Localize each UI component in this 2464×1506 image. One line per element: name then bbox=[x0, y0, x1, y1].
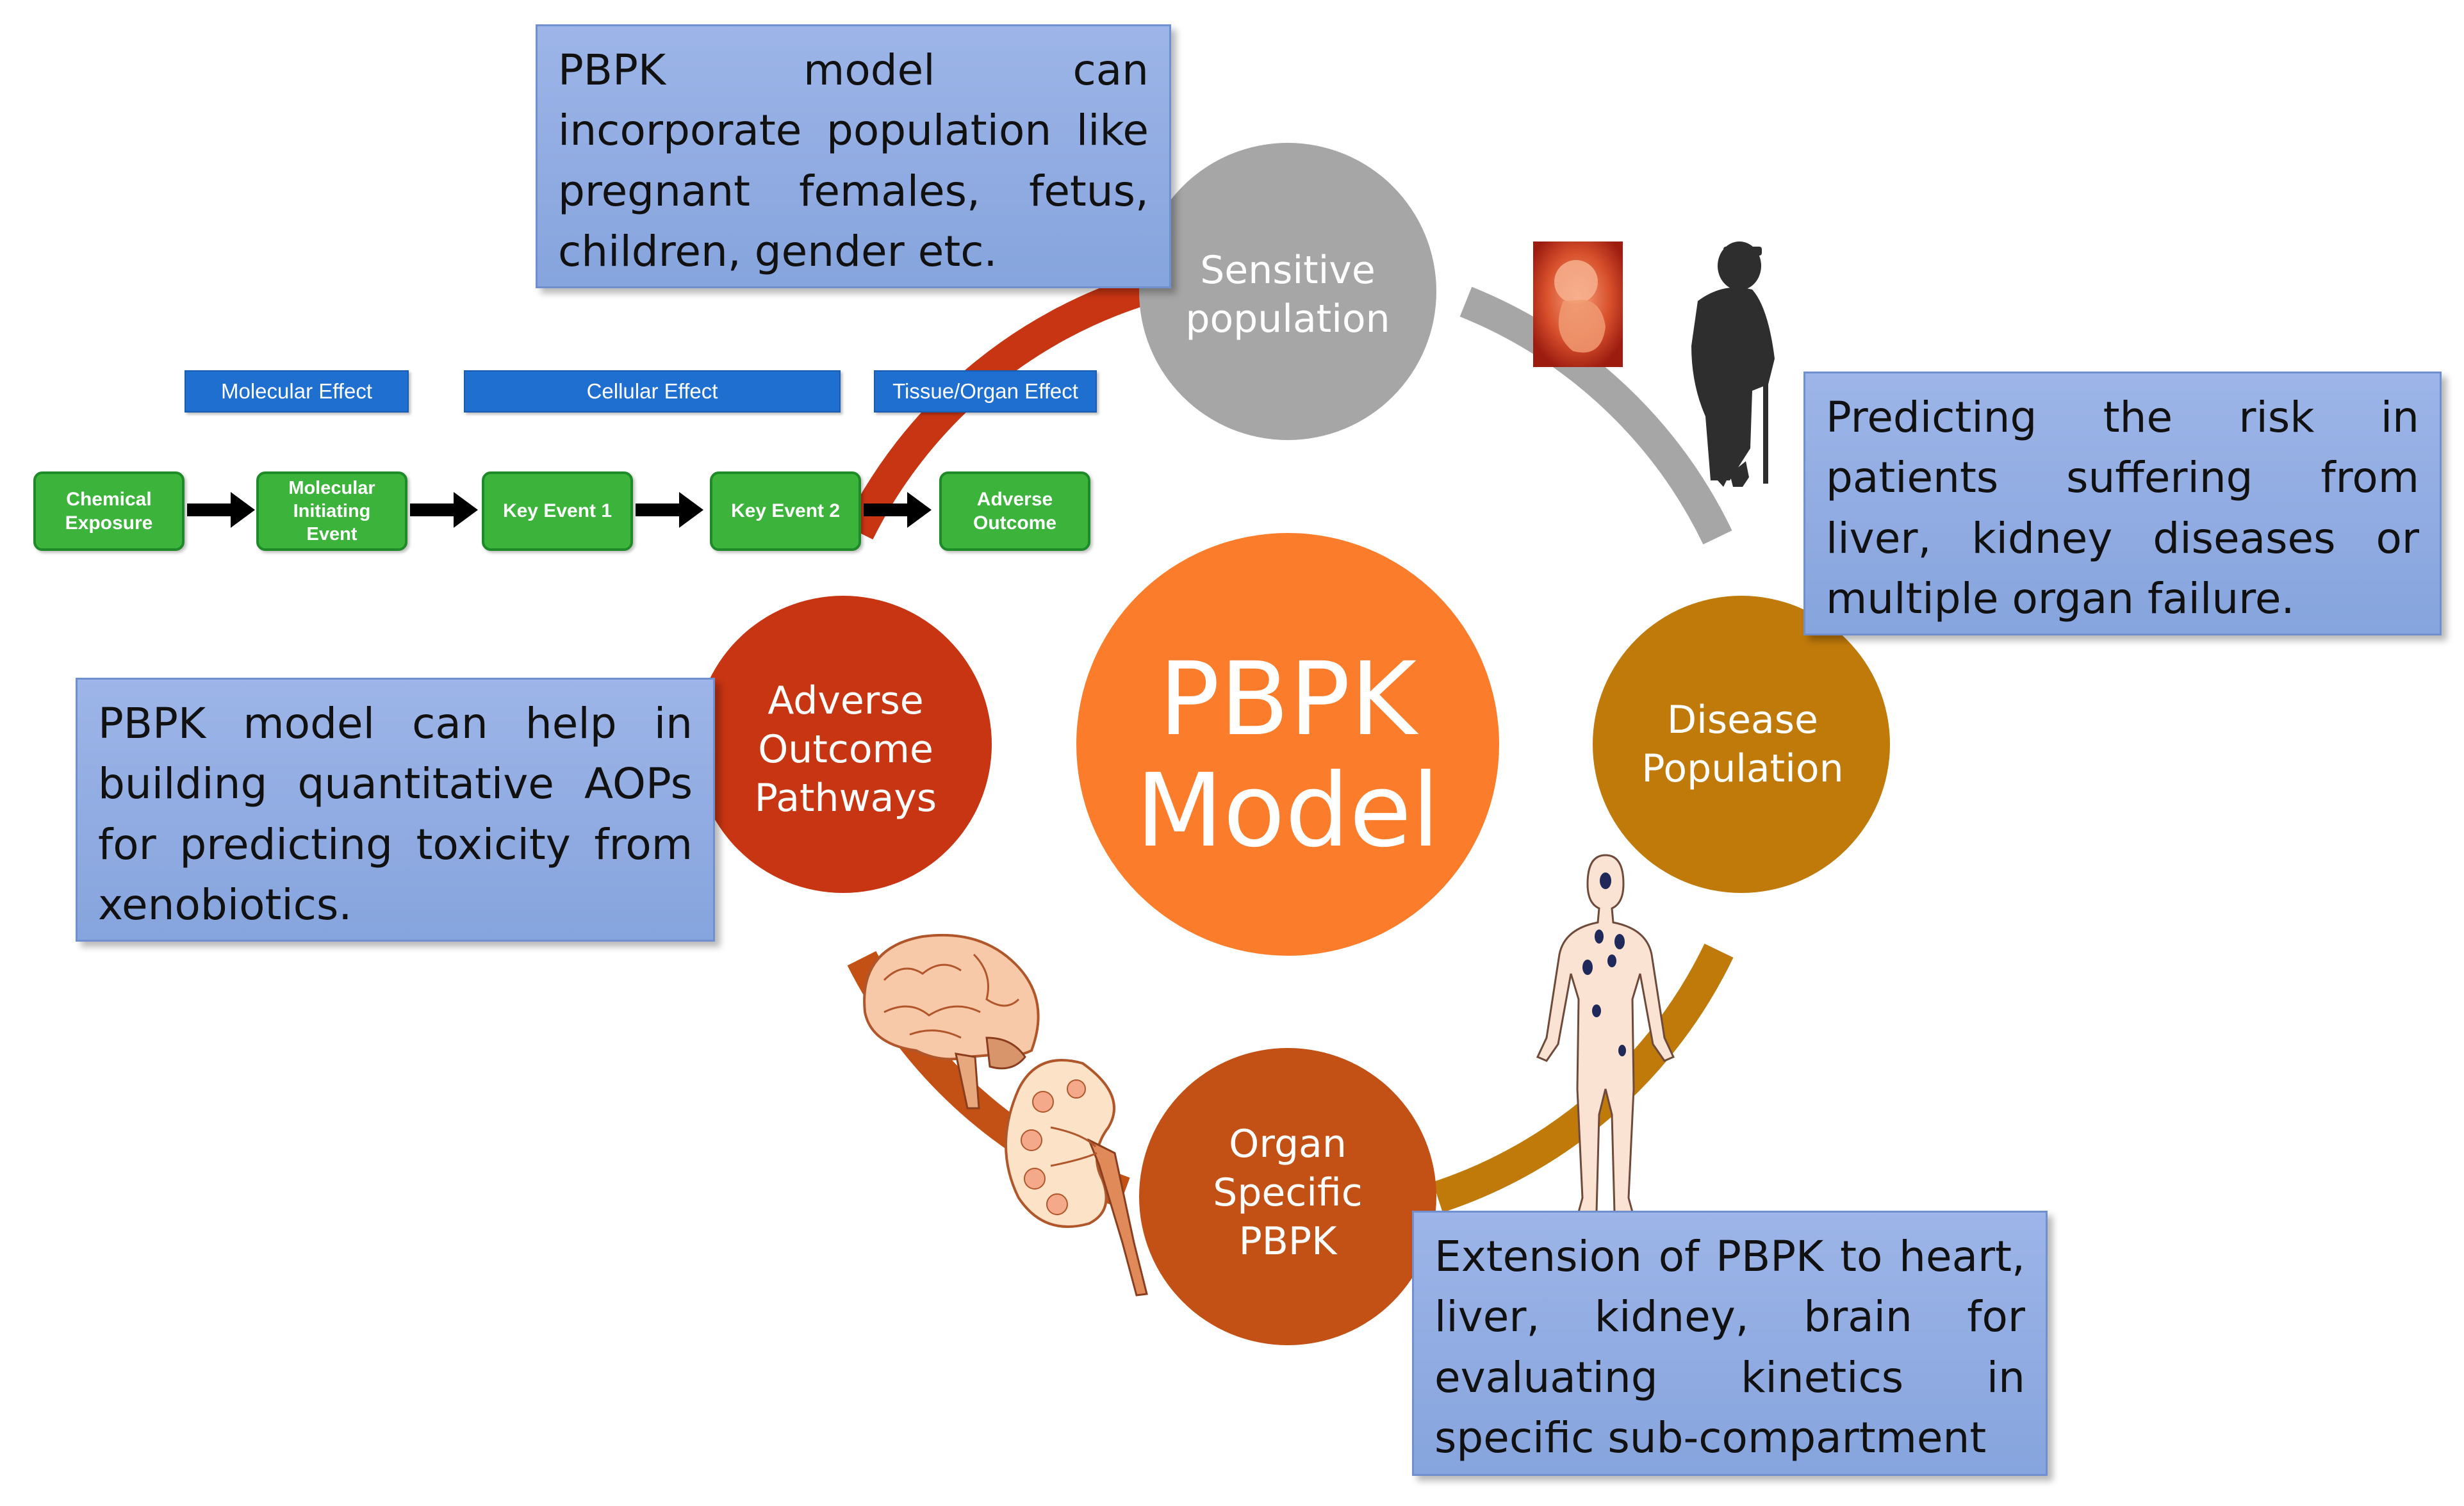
node-disease-population bbox=[1593, 596, 1890, 893]
node-label-adverse-outcome-pathways: Adverse Outcome Pathways bbox=[754, 678, 937, 821]
aop-box-key-event-1: Key Event 1 bbox=[482, 471, 633, 551]
center-pbpk-model bbox=[1076, 533, 1499, 956]
ring-arc-disease-organ bbox=[1433, 944, 1734, 1213]
callout-disease-population: Predicting the risk in patients sufferin… bbox=[1803, 372, 2442, 635]
brain-icon bbox=[863, 933, 1040, 1109]
aop-header-cellular-effect: Cellular Effect bbox=[464, 370, 841, 413]
callout-organ-specific: Extension of PBPK to heart, liver, kidne… bbox=[1412, 1211, 2048, 1476]
aop-box-chemical-exposure: Chemical Exposure bbox=[33, 471, 185, 551]
node-label-disease-population: Disease Population bbox=[1641, 697, 1844, 791]
human-body-icon bbox=[1536, 854, 1675, 1213]
node-label-organ-specific-pbpk: Organ Specific PBPK bbox=[1213, 1121, 1363, 1265]
callout-sensitive-population: PBPK model can incorporate population li… bbox=[536, 24, 1171, 288]
aop-header-molecular-effect: Molecular Effect bbox=[185, 370, 409, 413]
node-label-sensitive-population: Sensitive population bbox=[1185, 247, 1390, 341]
fetus-icon bbox=[1533, 241, 1623, 367]
aop-arrows bbox=[187, 492, 932, 528]
ring-arc-sensitive-disease bbox=[1459, 286, 1732, 544]
aop-box-molecular-initiating-event: Molecular Initiating Event bbox=[256, 471, 407, 551]
aop-header-tissue-organ-effect: Tissue/Organ Effect bbox=[874, 370, 1097, 413]
node-sensitive-population bbox=[1139, 143, 1436, 440]
elderly-person-icon bbox=[1691, 241, 1775, 487]
aop-box-adverse-outcome: Adverse Outcome bbox=[939, 471, 1090, 551]
kidney-icon bbox=[1005, 1059, 1148, 1297]
node-organ-specific-pbpk bbox=[1139, 1048, 1436, 1345]
aop-box-key-event-2: Key Event 2 bbox=[710, 471, 861, 551]
center-label-pbpk-model: PBPK Model bbox=[1135, 641, 1440, 870]
node-adverse-outcome-pathways bbox=[694, 596, 992, 893]
callout-adverse-outcome-pathways: PBPK model can help in building quantita… bbox=[76, 678, 715, 942]
